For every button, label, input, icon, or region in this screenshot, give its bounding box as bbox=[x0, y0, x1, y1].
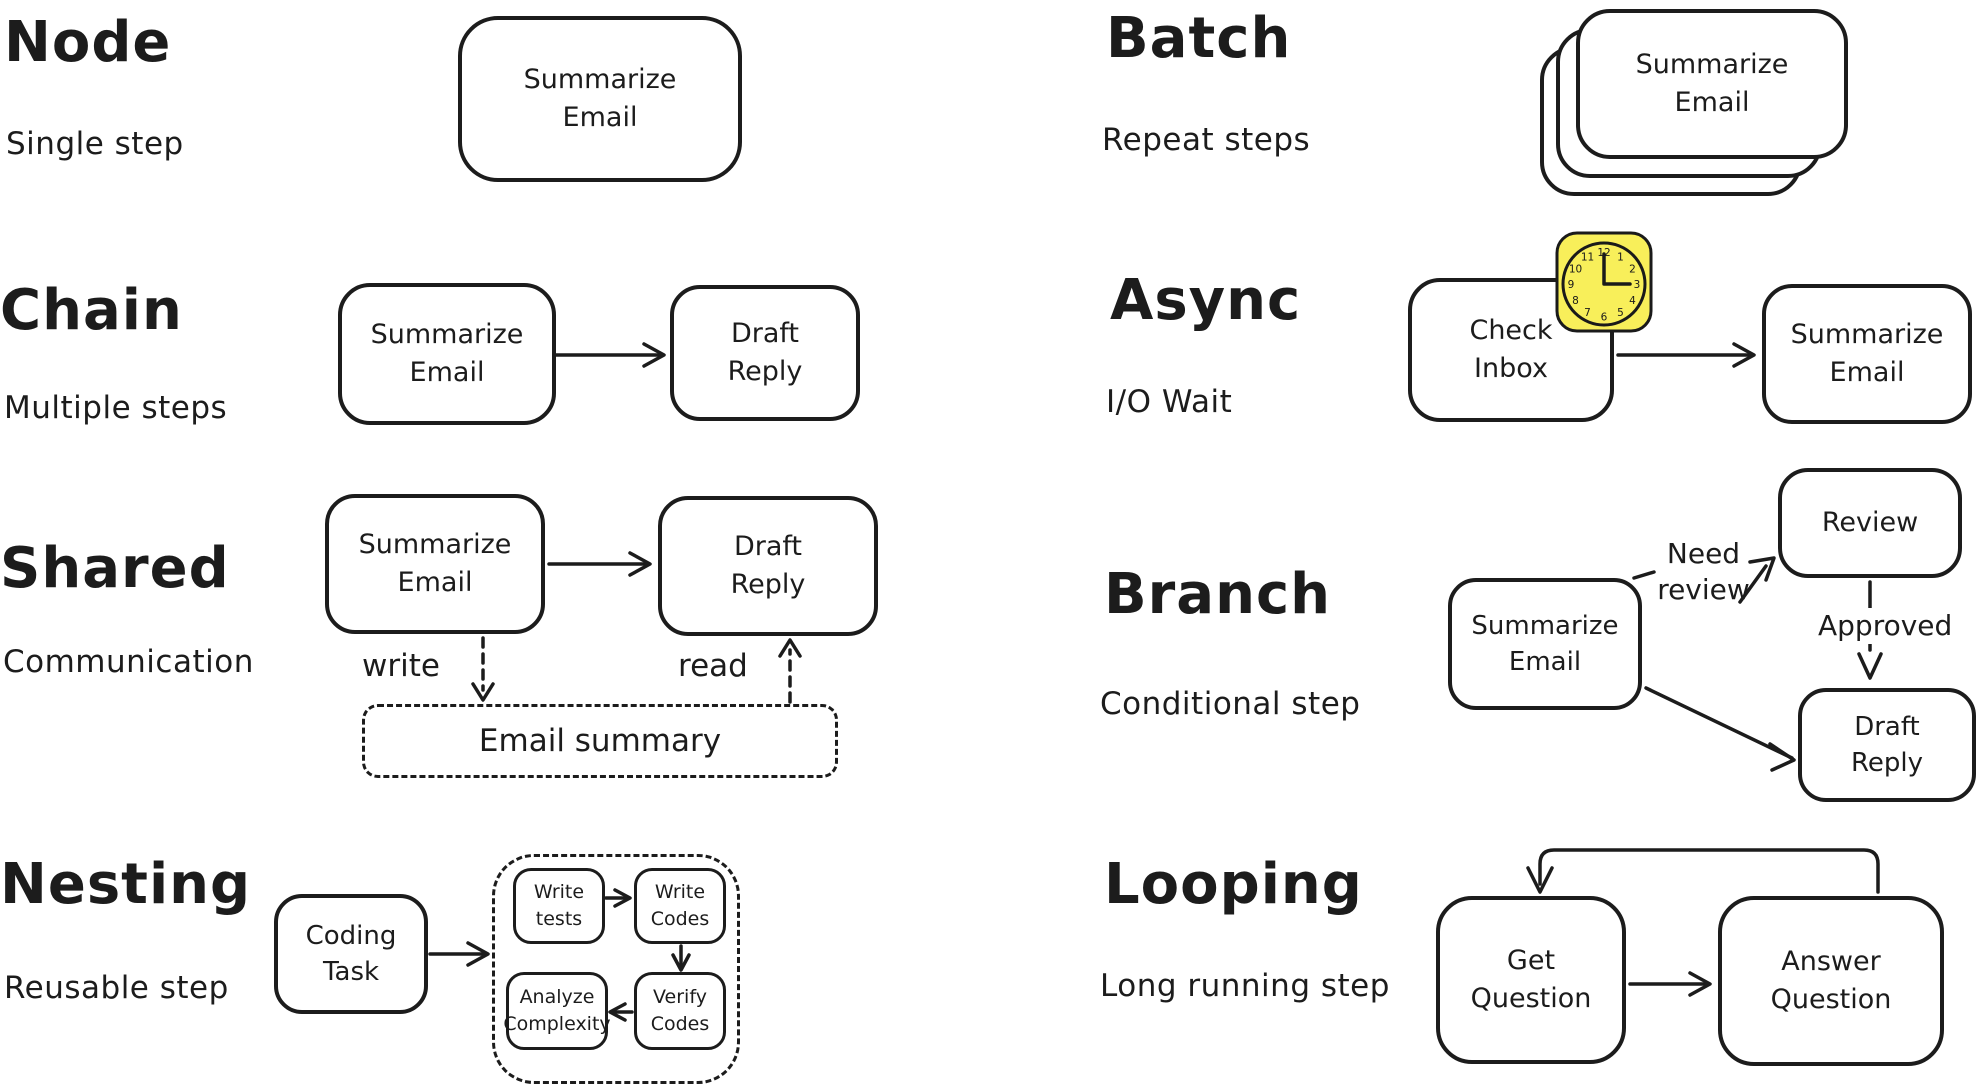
chain-summarize-email-box: Summarize Email bbox=[338, 283, 556, 425]
node-summarize-email-box: Summarize Email bbox=[458, 16, 742, 182]
nesting-subtitle: Reusable step bbox=[4, 970, 229, 1006]
nesting-title: Nesting bbox=[0, 852, 252, 917]
clock-number: 1 bbox=[1617, 252, 1624, 264]
node-subtitle: Single step bbox=[6, 126, 184, 162]
clock-icon: 12 1 2 3 4 5 6 7 8 9 10 11 bbox=[1555, 231, 1653, 333]
clock-number: 6 bbox=[1601, 312, 1608, 324]
shared-write-label: write bbox=[362, 648, 440, 684]
looping-answer-question-box: Answer Question bbox=[1718, 896, 1944, 1066]
async-summarize-email-box: Summarize Email bbox=[1762, 284, 1972, 424]
nesting-write-tests-box: Write tests bbox=[513, 868, 605, 944]
looping-get-question-box: Get Question bbox=[1436, 896, 1626, 1064]
shared-summarize-email-box: Summarize Email bbox=[325, 494, 545, 634]
clock-number: 5 bbox=[1617, 307, 1624, 319]
nesting-write-codes-box: Write Codes bbox=[634, 868, 726, 944]
shared-arrow bbox=[547, 551, 652, 577]
looping-forward-arrow bbox=[1628, 971, 1712, 997]
branch-approved-label: Approved bbox=[1812, 608, 1959, 645]
node-title: Node bbox=[4, 10, 172, 75]
shared-read-arrow bbox=[778, 638, 802, 704]
branch-title: Branch bbox=[1104, 562, 1332, 627]
shared-title: Shared bbox=[0, 536, 230, 601]
nesting-verify-codes-box: Verify Codes bbox=[634, 972, 726, 1050]
clock-number: 8 bbox=[1572, 295, 1579, 307]
looping-subtitle: Long running step bbox=[1100, 968, 1390, 1004]
chain-arrow bbox=[554, 342, 666, 368]
shared-email-summary-store: Email summary bbox=[362, 704, 838, 778]
branch-summarize-email-box: Summarize Email bbox=[1448, 578, 1642, 710]
branch-subtitle: Conditional step bbox=[1100, 686, 1361, 722]
nesting-arrow bbox=[428, 941, 490, 967]
nesting-analyze-complexity-box: Analyze Complexity bbox=[503, 972, 611, 1050]
chain-title: Chain bbox=[0, 278, 183, 343]
async-title: Async bbox=[1110, 268, 1302, 333]
batch-title: Batch bbox=[1106, 6, 1292, 71]
branch-draft-reply-box: Draft Reply bbox=[1798, 688, 1976, 802]
chain-draft-reply-box: Draft Reply bbox=[670, 285, 860, 421]
looping-loopback-arrow bbox=[1526, 848, 1880, 894]
shared-draft-reply-box: Draft Reply bbox=[658, 496, 878, 636]
clock-number: 4 bbox=[1629, 295, 1636, 307]
async-arrow bbox=[1616, 342, 1756, 368]
looping-title: Looping bbox=[1104, 852, 1363, 917]
nesting-dashed-container bbox=[492, 854, 740, 1084]
shared-subtitle: Communication bbox=[3, 644, 254, 680]
batch-subtitle: Repeat steps bbox=[1102, 122, 1311, 158]
async-subtitle: I/O Wait bbox=[1106, 384, 1233, 420]
branch-conditional-arrow bbox=[1644, 686, 1796, 772]
nesting-coding-task-box: Coding Task bbox=[274, 894, 428, 1014]
shared-read-label: read bbox=[678, 648, 748, 684]
clock-number: 9 bbox=[1568, 279, 1575, 291]
shared-write-arrow bbox=[471, 636, 495, 702]
branch-need-review-label: Need review bbox=[1657, 537, 1750, 607]
clock-number: 10 bbox=[1569, 264, 1582, 276]
clock-number: 2 bbox=[1629, 264, 1636, 276]
clock-number: 3 bbox=[1634, 279, 1641, 291]
clock-number: 7 bbox=[1584, 307, 1591, 319]
chain-subtitle: Multiple steps bbox=[4, 390, 228, 426]
clock-number: 11 bbox=[1581, 252, 1594, 264]
batch-summarize-email-card: Summarize Email bbox=[1576, 9, 1848, 159]
branch-review-box: Review bbox=[1778, 468, 1962, 578]
